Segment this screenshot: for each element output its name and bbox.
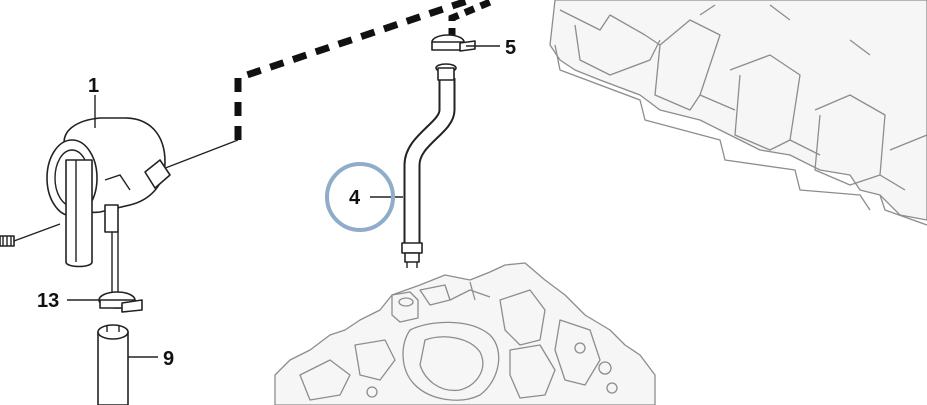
breather-pipe [401,63,457,268]
hose-clamp [98,291,143,313]
hose [97,324,129,405]
valve-cover-assembly [549,0,927,226]
hose-dashed-left [234,0,472,140]
callout-1: 1 [88,75,99,97]
hose-dashed-right [448,0,497,38]
top-clamp [431,34,476,52]
highlight-circle [325,162,395,232]
callout-4: 4 [349,187,361,209]
callout-9: 9 [163,348,174,370]
hose-line-left [154,139,239,173]
engine-block [274,262,656,405]
callout-13: 13 [37,290,59,312]
drain-line [111,232,119,298]
screw [0,223,61,247]
oil-separator [46,117,171,268]
callout-5: 5 [505,37,516,59]
